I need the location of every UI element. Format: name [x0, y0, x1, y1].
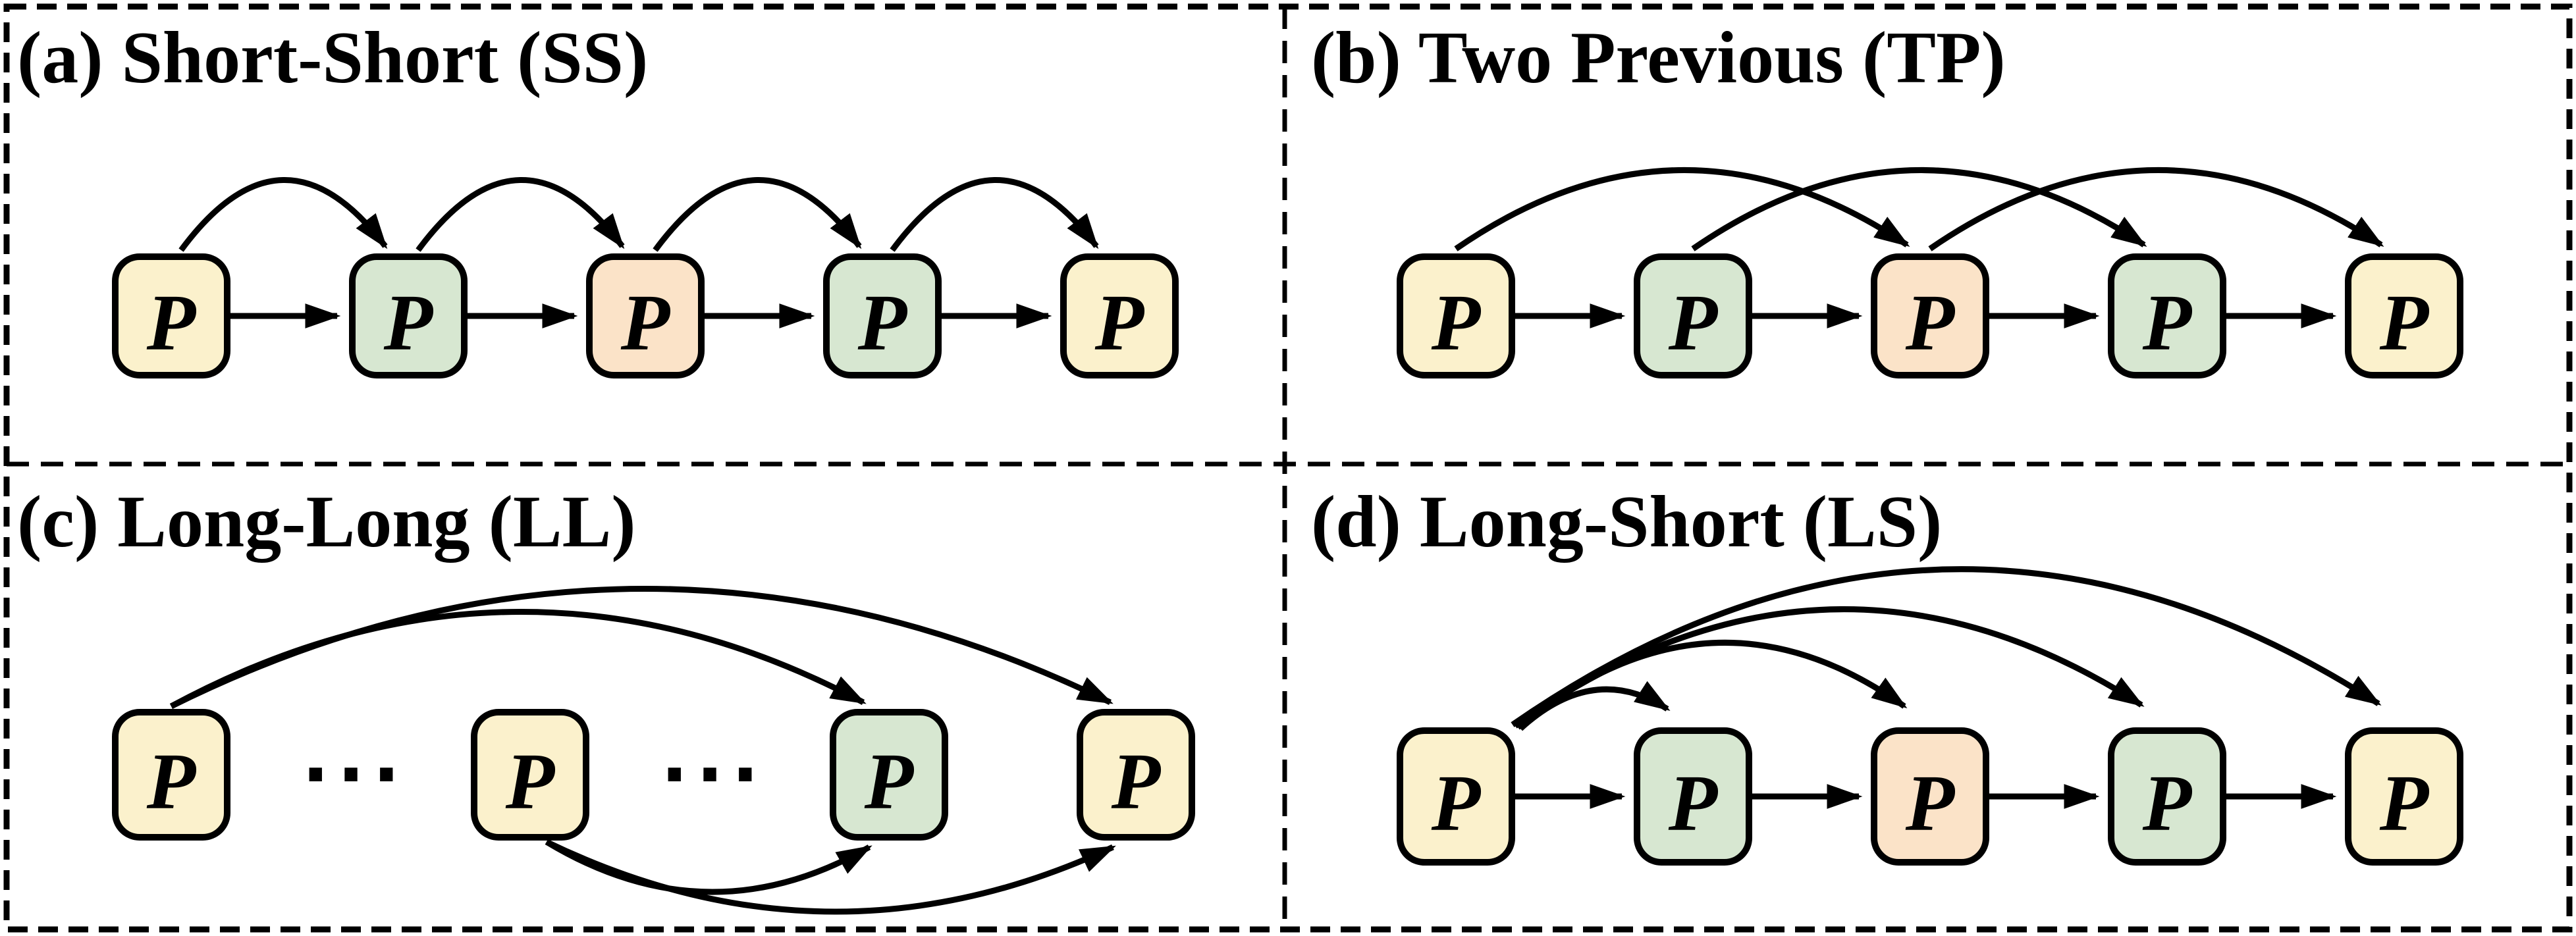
panel-a-title: (a) Short-Short (SS) [17, 17, 649, 99]
p-label: P [2379, 759, 2429, 848]
p-box: P [1634, 253, 1752, 378]
p-box: P [2345, 727, 2463, 866]
arc-arrow-top-1-4 [170, 586, 1114, 710]
p-box: P [349, 253, 468, 378]
p-box: P [112, 253, 230, 378]
p-box: P [1060, 253, 1179, 378]
p-label: P [620, 278, 670, 367]
panel-c: (c) Long-Long (LL) P P P P ··· ··· [0, 464, 1285, 936]
p-label: P [1111, 737, 1161, 826]
arc-arrow-1-3 [1454, 167, 1910, 251]
p-box: P [1871, 727, 1989, 866]
panel-d-title: (d) Long-Short (LS) [1311, 481, 1943, 563]
p-label: P [1431, 759, 1481, 848]
arc-arrow-2-3 [416, 177, 625, 252]
p-box: P [2345, 253, 2463, 378]
p-box: P [830, 709, 948, 841]
panel-c-arrows [169, 586, 1116, 915]
arc-arrow-1-2 [178, 177, 388, 252]
arc-arrow-2-4 [1691, 167, 2147, 251]
p-label: P [1431, 278, 1481, 367]
arc-arrow-bottom-2-4 [545, 839, 1116, 915]
p-box: P [2108, 253, 2226, 378]
p-label: P [1668, 759, 1718, 848]
p-label: P [505, 737, 555, 826]
p-box: P [1634, 727, 1752, 866]
p-label: P [1905, 759, 1955, 848]
ellipsis-dots: ··· [660, 733, 767, 817]
p-box: P [1397, 253, 1515, 378]
p-box: P [1397, 727, 1515, 866]
p-label: P [2379, 278, 2429, 367]
p-label: P [2142, 278, 2192, 367]
p-label: P [864, 737, 914, 826]
p-label: P [146, 737, 196, 826]
arc-arrow-1-4 [1513, 606, 2145, 729]
p-box: P [823, 253, 942, 378]
p-box: P [2108, 727, 2226, 866]
arc-arrow-1-5 [1511, 566, 2382, 727]
p-label: P [1905, 278, 1955, 367]
p-box: P [1871, 253, 1989, 378]
p-label: P [1094, 278, 1144, 367]
p-box: P [112, 709, 230, 841]
p-box: P [586, 253, 705, 378]
ellipsis-dots: ··· [302, 733, 408, 817]
p-label: P [383, 278, 433, 367]
panel-a: (a) Short-Short (SS) P P P P P [0, 0, 1285, 464]
panel-a-arrows [178, 177, 1099, 328]
p-box: P [471, 709, 589, 841]
panel-c-title: (c) Long-Long (LL) [17, 481, 636, 563]
p-label: P [2142, 759, 2192, 848]
panel-b-title: (b) Two Previous (TP) [1311, 17, 2006, 99]
outer-dashed-border [3, 3, 2573, 933]
panel-d-arrows [1511, 566, 2382, 809]
arc-arrow-4-5 [890, 177, 1099, 252]
panel-d: (d) Long-Short (LS) P P P P P [1285, 464, 2576, 936]
arc-arrow-bottom-2-3 [545, 839, 872, 895]
p-label: P [857, 278, 907, 367]
p-box: P [1077, 709, 1195, 841]
arc-arrow-3-4 [653, 177, 862, 252]
p-label: P [1668, 278, 1718, 367]
p-label: P [146, 278, 196, 367]
arc-arrow-3-5 [1928, 167, 2384, 251]
panel-b: (b) Two Previous (TP) P P P P P [1285, 0, 2576, 464]
panel-b-arrows [1454, 167, 2384, 328]
